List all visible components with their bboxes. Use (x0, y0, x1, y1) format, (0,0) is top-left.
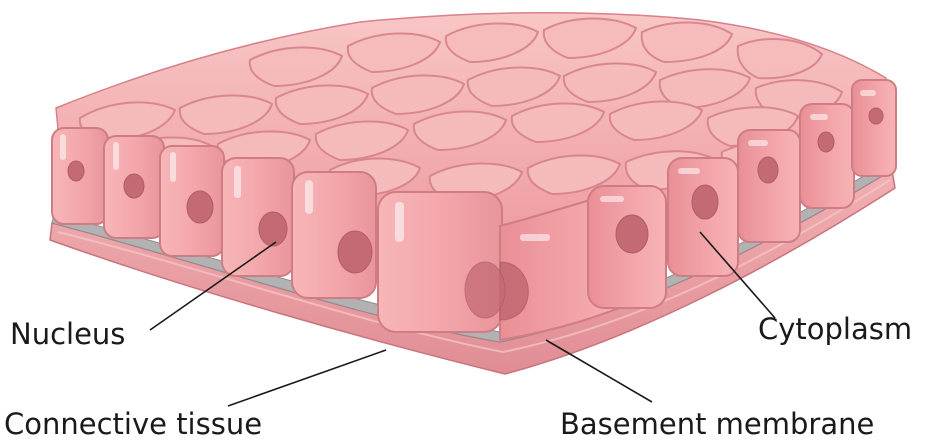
connective-tissue-label: Connective tissue (4, 407, 262, 441)
nucleus-label: Nucleus (10, 317, 125, 351)
basement-membrane-leader (546, 340, 652, 402)
cytoplasm-label: Cytoplasm (758, 312, 912, 346)
basement-membrane-label: Basement membrane (560, 407, 874, 441)
connective-tissue-leader (228, 350, 386, 406)
